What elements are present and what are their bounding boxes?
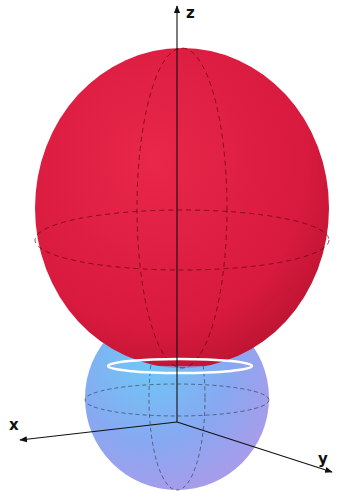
- axis-label: x: [9, 418, 19, 433]
- red-lobe: [35, 48, 329, 373]
- axis-label: z: [186, 6, 195, 21]
- coordinate-axes: [20, 6, 332, 472]
- axis-label: y: [318, 452, 328, 467]
